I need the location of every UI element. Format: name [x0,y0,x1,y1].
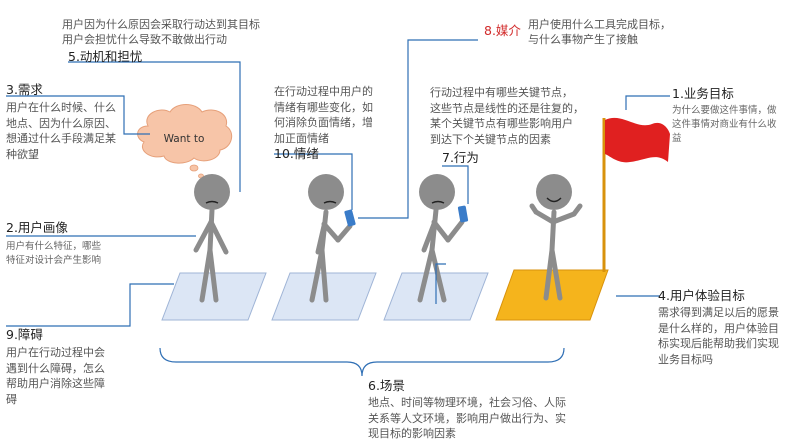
figure-phone-1-head [308,174,344,210]
bubble-text: Want to [164,133,205,145]
persona-desc: 用户有什么特征，哪些 特征对设计会产生影响 [6,241,102,266]
figure-thinking [193,207,229,303]
phone-icon-2 [457,205,469,223]
persona-title: 2.用户画像 [6,220,68,235]
figure-phone-1-face [323,200,337,204]
obstacle-title: 9.障碍 [6,327,43,342]
figure-thinking-head [194,174,230,210]
figure-phone-2 [417,207,465,303]
figure-celebrating [529,203,583,301]
action-desc: 行动过程中有哪些关键节点， 这些节点是线性的还是往复的， 某个关键节点有哪些影响… [430,86,584,146]
business-title: 1.业务目标 [672,86,734,101]
scene-title: 6.场景 [368,378,405,393]
scene-desc: 地点、时间等物理环境，社会习俗、人际 关系等人文环境，影响用户做出行为、实 现目… [368,396,566,440]
figure-phone-1 [309,209,353,303]
goal-platform [495,269,609,321]
media-title: 8.媒介 [484,23,521,38]
figure-celebrating-head [536,174,572,210]
emotion-title: 10.情绪 [274,146,319,161]
motivation-title: 5.动机和担忧 [68,49,143,64]
ux-goal-desc: 需求得到满足以后的愿景 是什么样的，用户体验目 标实现后能帮助我们实现 业务目标… [658,306,779,366]
thought-bubble-dot-1 [189,164,199,172]
business-desc: 为什么要做这件事情，做 这件事情对商业有什么收 益 [672,105,777,144]
figure-phone-2-head [419,174,455,210]
figure-thinking-face [205,200,219,204]
phone-icon [344,209,356,227]
ux-goal-title: 4.用户体验目标 [658,288,745,303]
figure-phone-2-face [431,200,445,204]
need-title: 3.需求 [6,82,43,97]
thought-bubble-icon [137,104,233,164]
obstacle-desc: 用户在行动过程中会 遇到什么障碍，怎么 帮助用户消除这些障 碍 [6,346,105,406]
top-note: 用户因为什么原因会采取行动达到其目标 用户会担忧什么导致不敢做出行动 [62,18,260,46]
media-desc: 用户使用什么工具完成目标， 与什么事物产生了接触 [528,18,671,46]
figure-celebrating-smile [546,197,562,203]
action-title: 7.行为 [442,150,479,165]
emotion-desc: 在行动过程中用户的 情绪有哪些变化，如 何消除负面情绪，增 加正面情绪 [274,85,373,145]
need-desc: 用户在什么时候、什么 地点、因为什么原因、 想通过什么手段满足某 种欲望 [6,101,116,161]
flag-icon [605,117,670,163]
connector-lines [6,39,670,377]
